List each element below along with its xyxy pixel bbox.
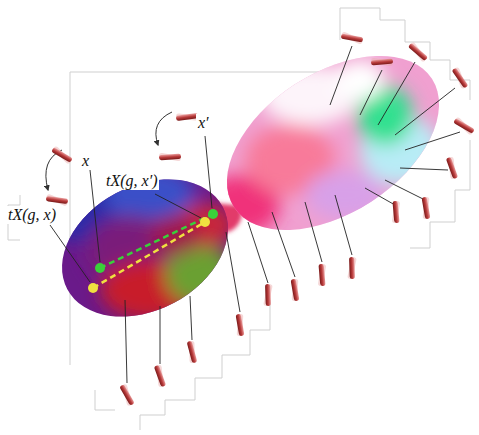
- math-label: tX(g, x): [6, 206, 58, 224]
- green-dot: [208, 209, 218, 219]
- green-dot: [95, 263, 105, 273]
- math-label: x: [80, 152, 91, 170]
- frame-outline: [8, 8, 470, 430]
- yellow-dashed-line: [93, 222, 205, 288]
- rod-images: [45, 31, 476, 407]
- yellow-dot: [88, 283, 98, 293]
- cloud-right-lobe: [200, 40, 470, 250]
- math-label: tX(g, x′): [104, 172, 159, 190]
- math-label: x′: [196, 114, 211, 132]
- leader-lines: [50, 46, 460, 420]
- yellow-dot: [200, 217, 210, 227]
- transform-arrow: [156, 112, 172, 145]
- green-dashed-line: [100, 214, 213, 268]
